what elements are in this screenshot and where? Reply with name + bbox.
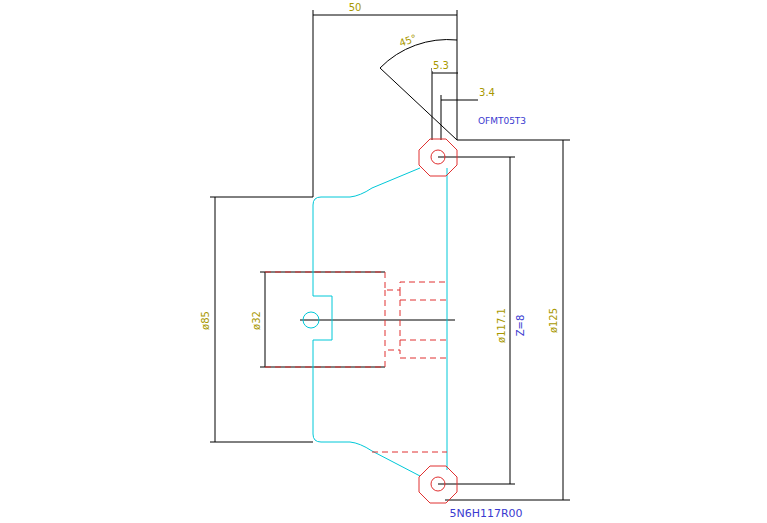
sheet: [200, 0, 590, 523]
insert-symbol: [419, 139, 457, 503]
hidden-lines: [265, 272, 447, 452]
center-mark: [303, 312, 319, 328]
dimension-label: Z=8: [516, 313, 527, 337]
dimension-label: ø117.1: [496, 307, 507, 344]
dimension-label: 5.3: [432, 60, 450, 71]
dimension-label: 5N6H117R00: [448, 508, 523, 520]
body-outline: [313, 168, 447, 476]
dimension-label: ø85: [200, 310, 211, 331]
dimension-label: OFMT05T3: [477, 117, 527, 127]
dimension-label: ø125: [549, 306, 560, 333]
dimension-label: 50: [348, 2, 363, 13]
dimension-label: 3.4: [478, 87, 496, 98]
dimension-label: ø32: [251, 310, 262, 331]
dimension-lines: [210, 10, 570, 500]
